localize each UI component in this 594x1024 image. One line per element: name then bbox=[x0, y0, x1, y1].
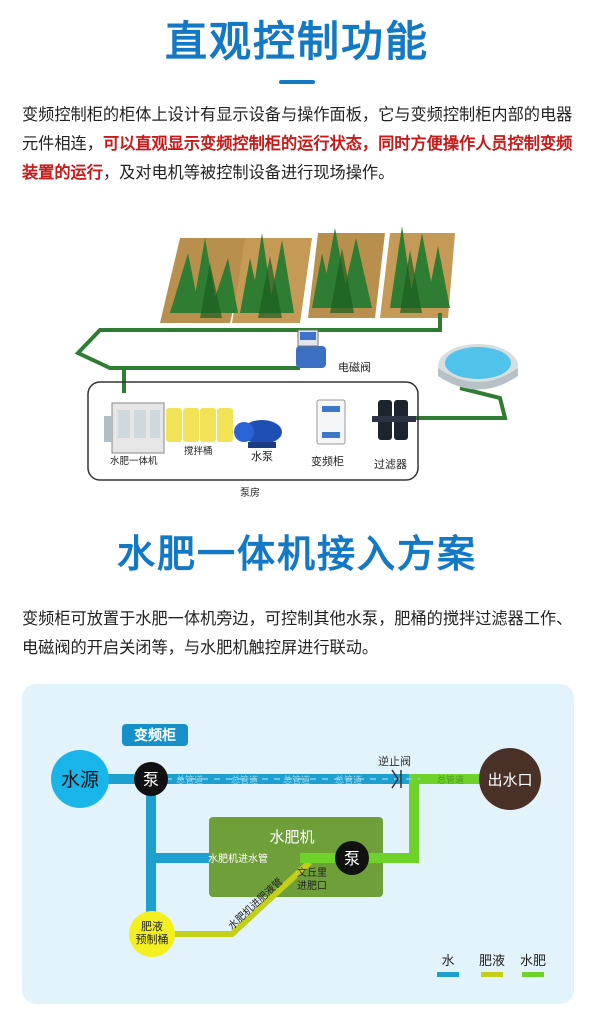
section2-paragraph: 变频柜可放置于水肥一体机旁边，可控制其他水泵，肥桶的搅拌过滤器工作、电磁阀的开启… bbox=[22, 609, 573, 657]
main-pipe-labels: 总管道 总管道 总管道 总管道 总管道 bbox=[176, 774, 464, 786]
fertilizer-tank-label-2: 预制桶 bbox=[136, 932, 169, 946]
water-outlet-label: 出水口 bbox=[487, 771, 532, 789]
legend-mixed-label: 水肥 bbox=[520, 954, 546, 969]
cabinet-tag-box bbox=[122, 724, 188, 746]
fertigation-machine-box bbox=[209, 817, 383, 897]
machine-label: 水肥机 bbox=[269, 828, 314, 846]
section1-title: 直观控制功能 bbox=[164, 17, 429, 66]
svg-text:总管道: 总管道 bbox=[176, 774, 203, 786]
legend-water-swatch bbox=[437, 972, 459, 977]
legend-mixed-swatch bbox=[522, 972, 544, 977]
section1-paragraph: 变频控制柜的柜体上设计有显示设备与操作面板，它与变频控制柜内部的电器元件相连，可… bbox=[22, 100, 574, 187]
svg-text:总管道: 总管道 bbox=[231, 774, 258, 786]
section2-title: 水肥一体机接入方案 bbox=[116, 532, 477, 576]
valve-label: 电磁阀 bbox=[338, 360, 371, 374]
cabinet-label: 变频柜 bbox=[311, 454, 344, 468]
machine-pump-node bbox=[335, 841, 369, 875]
check-valve-label: 逆止阀 bbox=[378, 754, 411, 768]
fertigation-flow-diagram: 变频柜 水肥机 总管道 总管道 总管道 总管道 总管道 逆止阀 水源 泵 泵 出… bbox=[51, 724, 546, 977]
section1-para-part1: 变频控制柜的柜体上设计有显示设备与操作面板，它与变频控制柜内部的电器元件相连， bbox=[22, 105, 573, 153]
svg-text:总管道: 总管道 bbox=[283, 774, 310, 786]
machine-pump-label: 泵 bbox=[344, 849, 360, 868]
water-source-label: 水源 bbox=[61, 769, 99, 791]
pump-label: 水泵 bbox=[251, 450, 273, 463]
legend: 水 肥液 水肥 bbox=[437, 954, 546, 977]
fertilizer-pipe bbox=[164, 859, 313, 937]
water-source-node bbox=[51, 750, 109, 808]
legend-fert-label: 肥液 bbox=[479, 954, 505, 969]
room-label: 泵房 bbox=[240, 486, 260, 499]
tank-label: 搅拌桶 bbox=[184, 445, 213, 457]
check-valve-icon bbox=[391, 769, 399, 789]
legend-fert-swatch bbox=[481, 972, 503, 977]
water-pool-icon bbox=[438, 344, 518, 390]
svg-text:总管道: 总管道 bbox=[437, 774, 464, 786]
solenoid-valve-icon bbox=[296, 329, 326, 368]
machine-label: 水肥一体机 bbox=[110, 455, 158, 467]
cabinet-tag: 变频柜 bbox=[134, 727, 176, 744]
filter-icon bbox=[372, 400, 416, 440]
pump-room-illustration: 电磁阀 水肥一体机 搅拌桶 水泵 变频柜 bbox=[74, 226, 518, 499]
fertilizer-tank-node bbox=[129, 911, 175, 957]
water-outlet-node bbox=[479, 748, 541, 810]
section1-para-highlight: 可以直观显示变频控制柜的运行状态，同时方便操作人员控制变频装置的运行 bbox=[22, 134, 573, 182]
filter-label: 过滤器 bbox=[374, 458, 407, 471]
main-pump-node bbox=[134, 762, 168, 796]
mixing-tank-icon bbox=[166, 408, 233, 442]
legend-water-label: 水 bbox=[441, 954, 454, 969]
main-pump-label: 泵 bbox=[143, 770, 159, 789]
section1-title-underline bbox=[279, 80, 315, 84]
machine-inlet-label: 水肥机进水管 bbox=[208, 852, 268, 865]
fertilizer-tank-label-1: 肥液 bbox=[141, 919, 163, 933]
crop-fields bbox=[160, 226, 455, 323]
venturi-label-1: 文丘里 bbox=[297, 866, 327, 879]
section1-para-part2: ，及对电机等被控制设备进行现场操作。 bbox=[102, 163, 395, 182]
svg-text:总管道: 总管道 bbox=[335, 774, 362, 786]
venturi-label-2: 进肥口 bbox=[297, 880, 327, 892]
pump-room-box bbox=[87, 381, 419, 481]
water-pump-icon bbox=[234, 420, 282, 448]
frequency-cabinet-icon bbox=[316, 399, 346, 445]
fertigation-machine-icon bbox=[104, 402, 165, 454]
